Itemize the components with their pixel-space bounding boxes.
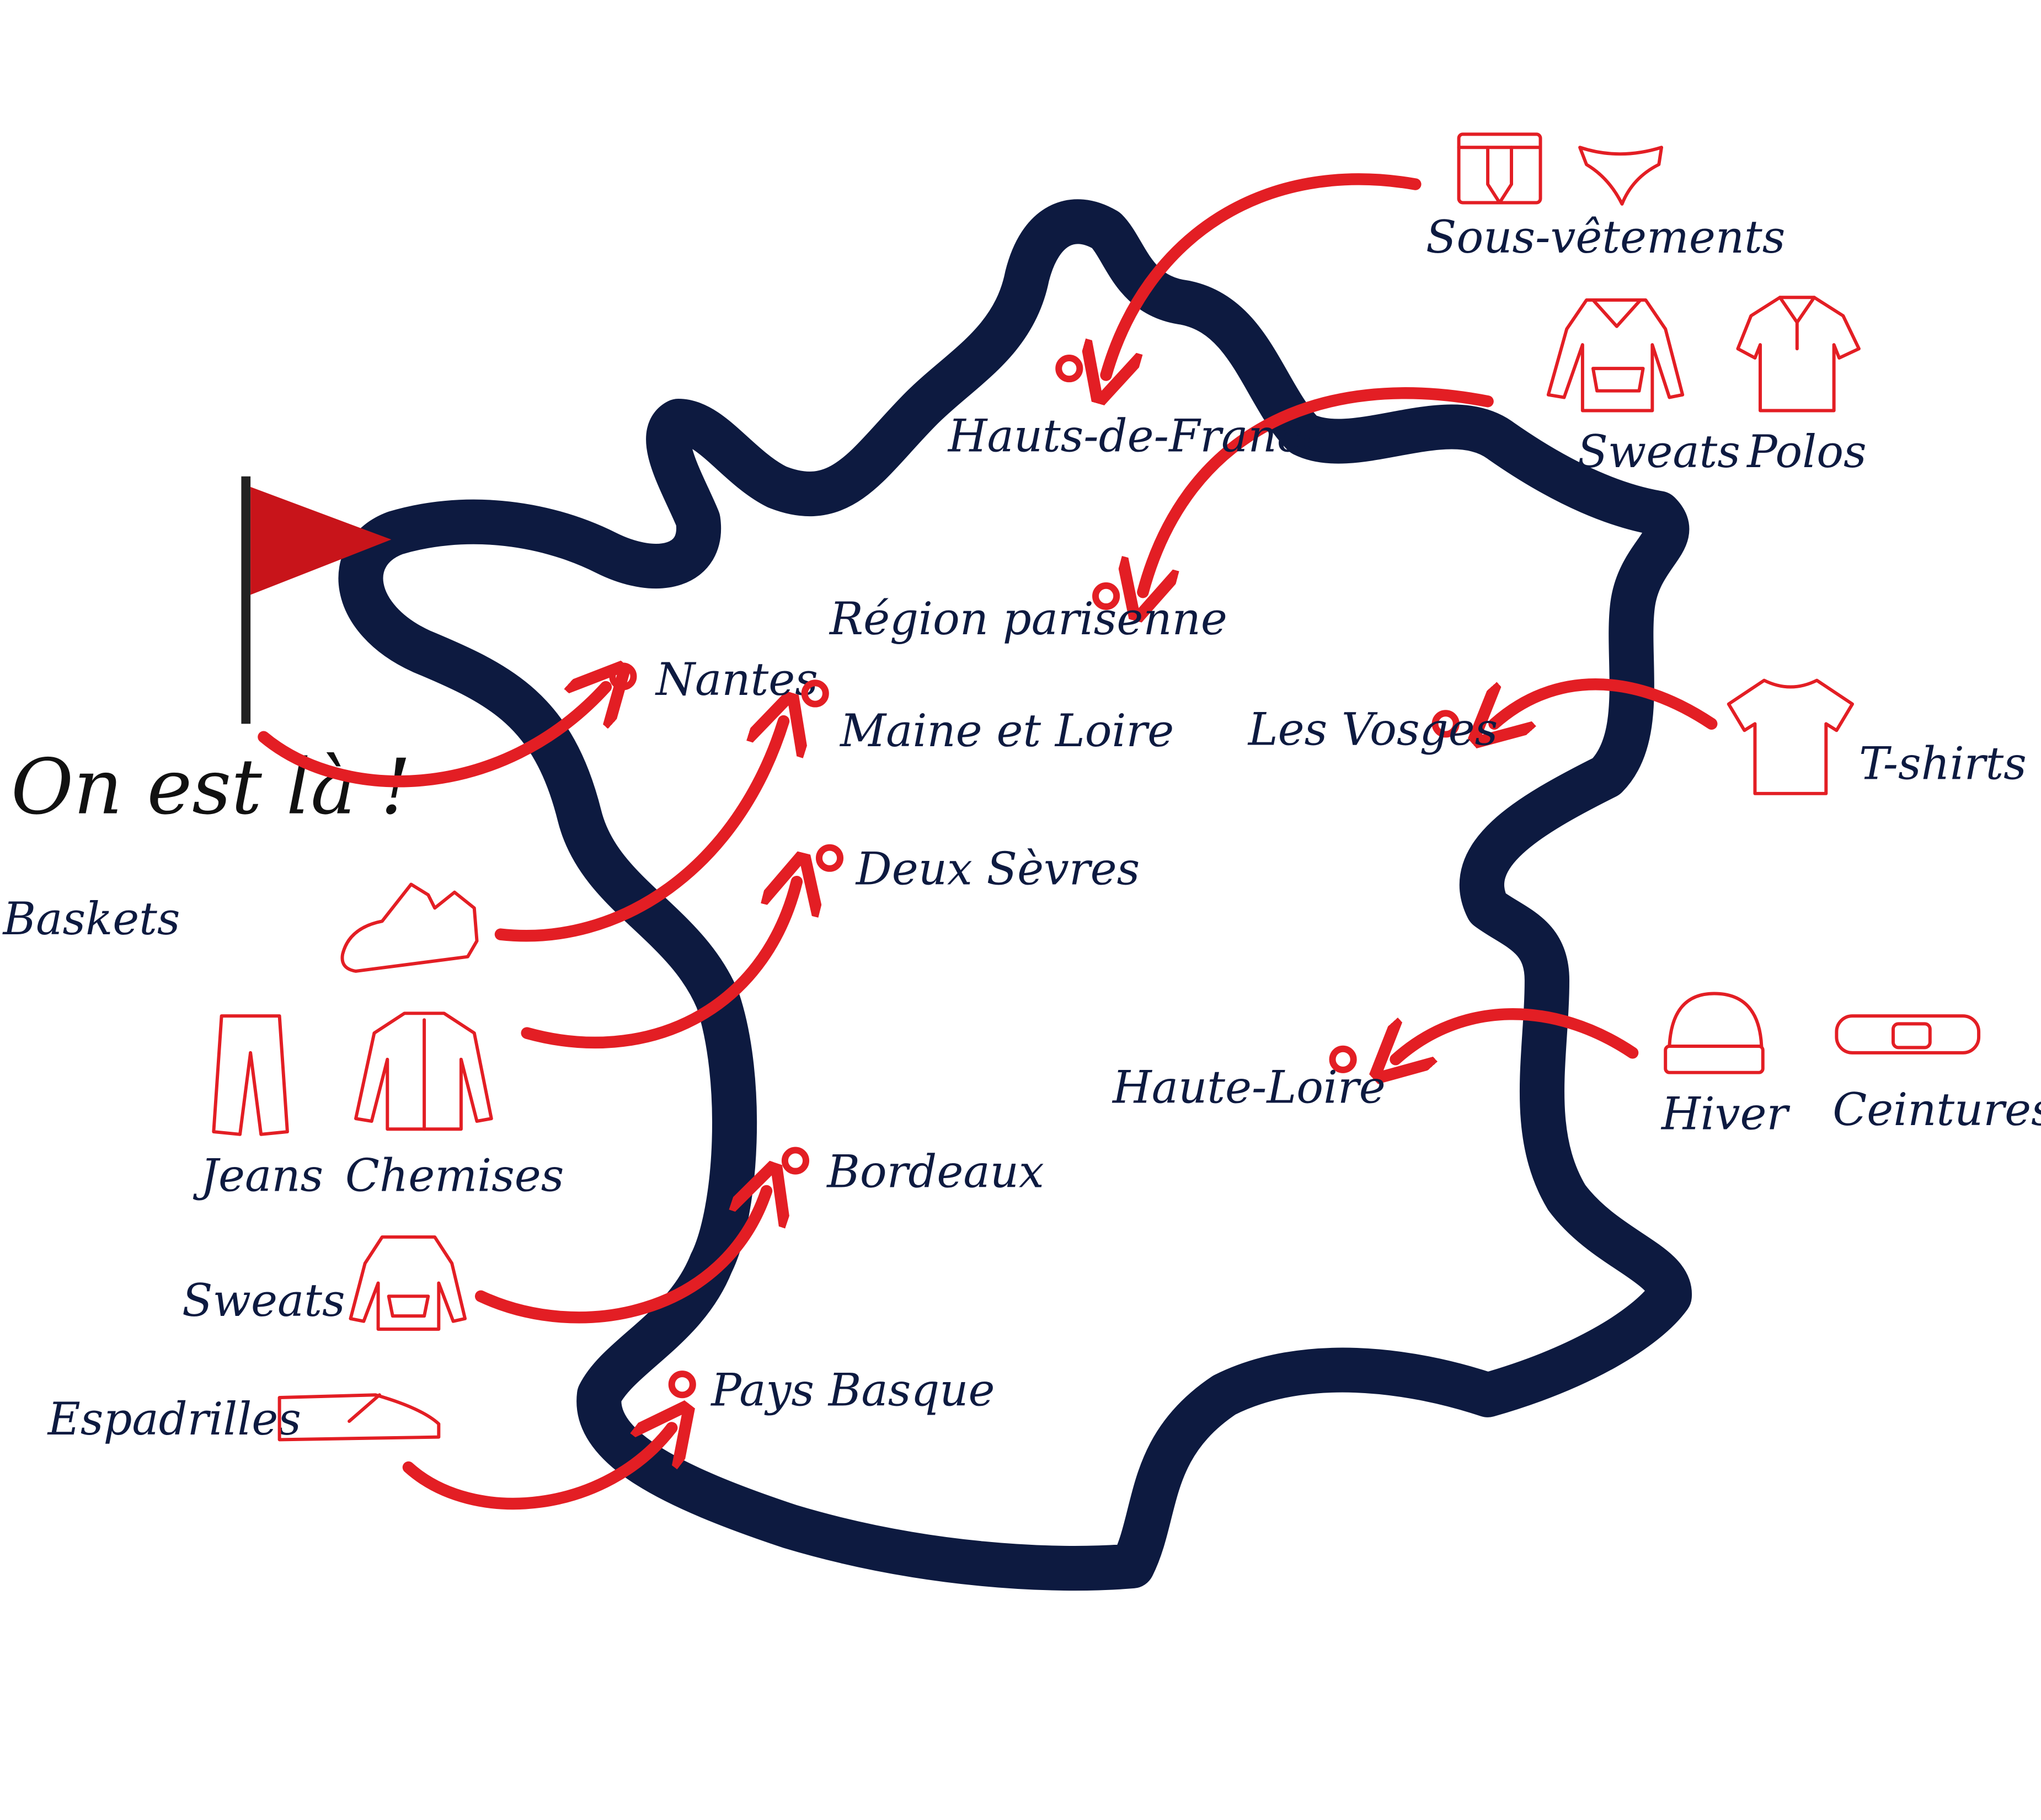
category-label-sweats: Sweats <box>1577 426 1740 478</box>
region-label: Deux Sèvres <box>855 843 1140 895</box>
region-label: Haute-Loire <box>1112 1062 1386 1114</box>
tshirt-icon <box>1727 678 1855 795</box>
hoodie-icon <box>349 1235 467 1331</box>
pin-icon <box>781 1147 810 1175</box>
arrows <box>258 173 1718 1510</box>
polo-icon <box>1736 296 1861 413</box>
region-pays-basque: Pays Basque <box>668 1364 995 1416</box>
page-title: On est là ! <box>11 743 411 832</box>
region-bordeaux: Bordeaux <box>781 1146 1044 1198</box>
flag-icon <box>241 476 392 724</box>
shirt-icon <box>354 1011 493 1131</box>
region-label: Hauts-de-France <box>947 410 1328 462</box>
category-label-jeans: Jeans <box>193 1150 323 1202</box>
region-label: Région parisenne <box>829 593 1227 645</box>
category-label-sweats-left: Sweats <box>182 1275 345 1327</box>
category-label-sous-vetements: Sous-vêtements <box>1426 212 1785 264</box>
espadrille-icon <box>277 1393 441 1442</box>
pin-icon <box>801 679 829 708</box>
region-label: Bordeaux <box>826 1146 1044 1198</box>
sneaker-icon <box>340 882 479 973</box>
category-label-ceintures: Ceintures <box>1832 1084 2041 1136</box>
briefs-icon <box>1578 146 1664 206</box>
pin-icon <box>609 662 637 690</box>
jeans-icon <box>212 1014 289 1136</box>
category-label-chemises: Chemises <box>345 1150 564 1202</box>
hoodie-icon <box>1546 298 1685 413</box>
category-label-baskets: Baskets <box>2 893 180 945</box>
region-label: Pays Basque <box>710 1364 995 1416</box>
pin-icon <box>1431 710 1460 738</box>
region-maine-et-loire: Maine et Loire <box>801 679 1174 757</box>
region-deux-sevres: Deux Sèvres <box>815 843 1140 895</box>
category-label-polos: Polos <box>1746 426 1867 478</box>
category-label-tshirts: T-shirts <box>1859 738 2027 790</box>
region-nantes: Nantes <box>609 654 818 706</box>
pin-icon <box>815 844 844 872</box>
category-label-espadrilles: Espadrilles <box>47 1394 301 1446</box>
beanie-icon <box>1664 992 1765 1074</box>
region-label: Maine et Loire <box>839 705 1174 757</box>
region-label: Nantes <box>655 654 818 706</box>
pin-icon <box>1329 1045 1357 1073</box>
region-vosges: Les Vosges <box>1247 704 1498 756</box>
pin-icon <box>668 1371 696 1399</box>
boxer-icon <box>1457 132 1542 205</box>
region-haute-loire: Haute-Loire <box>1112 1045 1386 1114</box>
category-label-hiver: Hiver <box>1660 1088 1790 1140</box>
pin-icon <box>1055 355 1083 383</box>
region-label: Les Vosges <box>1247 704 1498 756</box>
region-hauts-de-france: Hauts-de-France <box>947 355 1328 462</box>
pin-icon <box>1092 582 1120 610</box>
belt-icon <box>1835 1014 1981 1054</box>
region-paris: Région parisenne <box>829 582 1227 645</box>
